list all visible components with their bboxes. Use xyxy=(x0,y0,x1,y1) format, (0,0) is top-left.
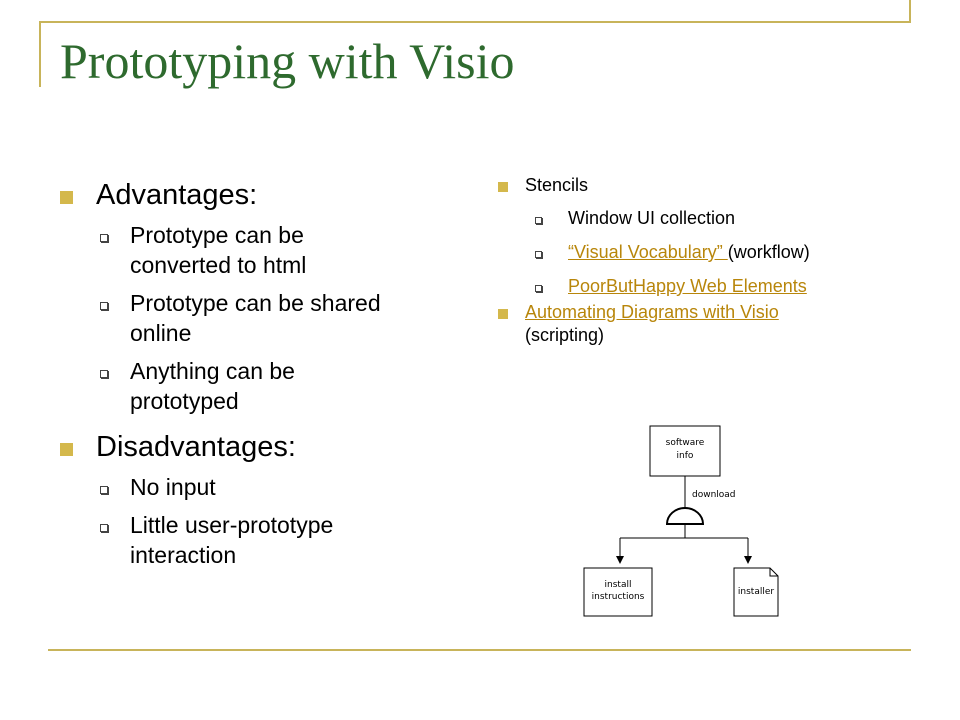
install-instructions-label-1: install xyxy=(605,580,632,590)
disadvantage-item: No input xyxy=(60,472,460,502)
bullet-square-icon xyxy=(60,443,73,456)
installer-document-shape xyxy=(733,567,779,617)
right-column: Stencils Window UI collection “Visual Vo… xyxy=(498,174,918,357)
hollow-square-bullet-icon xyxy=(100,370,108,378)
stencil-item-window-ui: Window UI collection xyxy=(498,207,918,230)
stencil-item-poorbuthappy: PoorButHappy Web Elements xyxy=(498,275,918,298)
bullet-square-icon xyxy=(60,191,73,204)
bullet-square-icon xyxy=(498,182,508,192)
automating-suffix: (scripting) xyxy=(525,325,605,345)
software-info-label-1: software xyxy=(666,438,705,448)
install-instructions-label-2: instructions xyxy=(592,592,645,602)
advantage-text: prototyped xyxy=(130,388,239,414)
disadvantage-text: No input xyxy=(130,474,216,500)
install-instructions-box xyxy=(583,567,653,617)
hollow-square-bullet-icon xyxy=(100,302,108,310)
hollow-square-bullet-icon xyxy=(535,285,542,292)
workflow-diagram: software info download install instructi… xyxy=(583,425,779,617)
visual-vocabulary-link[interactable]: “Visual Vocabulary” xyxy=(568,242,728,262)
disadvantage-text: Little user-prototype xyxy=(130,512,334,538)
download-edge-label: download xyxy=(692,490,736,500)
stencil-item-visual-vocabulary: “Visual Vocabulary” (workflow) xyxy=(498,241,918,264)
stencils-heading: Stencils xyxy=(498,174,918,197)
software-info-box xyxy=(649,425,721,477)
advantage-text: converted to html xyxy=(130,252,307,278)
advantage-item: Anything can be prototyped xyxy=(60,356,460,416)
frame-left-line xyxy=(39,21,41,87)
and-gate-shape xyxy=(665,507,705,525)
visual-vocabulary-suffix: (workflow) xyxy=(727,242,810,262)
software-info-label-2: info xyxy=(677,451,694,461)
document-fold-icon xyxy=(769,568,778,577)
advantage-text: Anything can be xyxy=(130,358,295,384)
bullet-square-icon xyxy=(498,309,508,319)
advantages-heading-text: Advantages: xyxy=(96,179,258,211)
advantage-text: Prototype can be xyxy=(130,222,304,248)
frame-right-line xyxy=(909,0,911,23)
automating-diagrams-link[interactable]: Automating Diagrams with Visio xyxy=(525,302,779,322)
slide-title: Prototyping with Visio xyxy=(60,33,515,89)
hollow-square-bullet-icon xyxy=(100,234,108,242)
poorbuthappy-link[interactable]: PoorButHappy Web Elements xyxy=(568,276,807,296)
advantage-item: Prototype can be converted to html xyxy=(60,220,460,280)
installer-label: installer xyxy=(738,587,774,597)
disadvantages-heading-text: Disadvantages: xyxy=(96,431,296,463)
automating-item: Automating Diagrams with Visio (scriptin… xyxy=(498,301,918,347)
advantage-item: Prototype can be shared online xyxy=(60,288,460,348)
frame-top-line xyxy=(40,21,911,23)
frame-bottom-line xyxy=(48,649,911,651)
advantages-heading: Advantages: xyxy=(60,178,460,212)
disadvantages-heading: Disadvantages: xyxy=(60,430,460,464)
stencils-heading-text: Stencils xyxy=(525,175,589,195)
advantage-text: Prototype can be shared xyxy=(130,290,381,316)
left-column: Advantages: Prototype can be converted t… xyxy=(60,178,460,578)
disadvantage-text: interaction xyxy=(130,542,237,568)
hollow-square-bullet-icon xyxy=(100,524,108,532)
advantage-text: online xyxy=(130,320,192,346)
stencil-window-ui-text: Window UI collection xyxy=(568,208,736,228)
hollow-square-bullet-icon xyxy=(100,486,108,494)
hollow-square-bullet-icon xyxy=(535,217,542,224)
hollow-square-bullet-icon xyxy=(535,251,542,258)
disadvantage-item: Little user-prototype interaction xyxy=(60,510,460,570)
